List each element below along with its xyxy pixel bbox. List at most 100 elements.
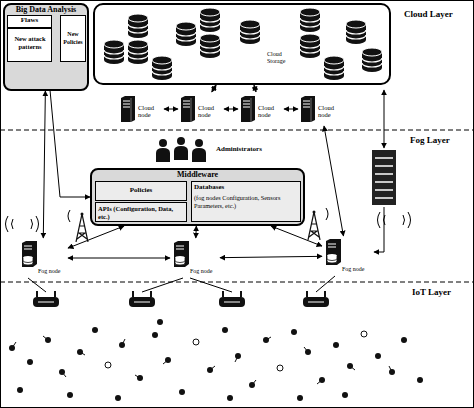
node-text: Fog node xyxy=(342,266,372,273)
storage-cylinder xyxy=(128,40,148,64)
rack-slots xyxy=(375,158,393,198)
device-dot xyxy=(291,329,297,335)
device-dot xyxy=(277,365,283,371)
layer-label: Cloud Layer xyxy=(404,10,453,20)
motion-tick xyxy=(12,336,392,385)
device-dot xyxy=(333,342,339,348)
fog-server-icon xyxy=(174,241,189,267)
gateway-link xyxy=(190,278,232,292)
analysis-box: Big Data AnalysisFlawsNew attack pattern… xyxy=(3,3,89,91)
layer-divider xyxy=(0,130,474,131)
person-icon xyxy=(156,139,170,162)
storage-cylinder xyxy=(300,34,320,58)
storage-cylinder xyxy=(128,14,148,38)
person-icon xyxy=(174,137,188,160)
server-icon xyxy=(241,96,255,122)
admin-group: Administrators xyxy=(150,134,290,164)
finding-box: New attack patterns xyxy=(7,28,52,62)
node-text: Administrators xyxy=(216,146,288,154)
connector xyxy=(43,91,45,238)
connector xyxy=(271,226,322,246)
person-icon xyxy=(192,139,206,162)
device-dot xyxy=(179,389,185,395)
device-dot xyxy=(105,362,111,368)
device-dot xyxy=(92,327,98,333)
storage-box: Cloud Storage xyxy=(93,3,391,85)
node-text: Cloud node xyxy=(198,104,224,118)
server-icon xyxy=(181,96,195,122)
device-dot xyxy=(417,377,423,383)
fog-server-icon xyxy=(326,239,341,265)
storage-cylinder xyxy=(152,56,172,80)
server-icon xyxy=(121,96,135,122)
storage-cylinder xyxy=(176,22,196,46)
gateway-icon xyxy=(219,291,245,307)
tower-icon xyxy=(76,213,88,243)
storage-cylinder xyxy=(346,20,366,44)
node-text: Flaws xyxy=(8,17,51,25)
connector xyxy=(324,126,343,236)
storage-cylinder xyxy=(200,8,220,32)
storage-cylinder xyxy=(200,34,220,58)
storage-cylinder xyxy=(300,8,320,32)
connector xyxy=(284,109,298,110)
connector xyxy=(220,256,322,257)
node-text: Middleware xyxy=(92,171,303,180)
node-text: Cloud Storage xyxy=(267,51,299,65)
rack-body xyxy=(372,150,396,205)
cloud-servers xyxy=(121,96,315,122)
node-text: Policies xyxy=(96,187,186,195)
layer-label: Fog Layer xyxy=(410,136,450,146)
node-text: Fog node xyxy=(190,268,220,275)
cloud-node: Cloud node xyxy=(298,92,344,126)
gateway-link xyxy=(142,278,183,292)
admin-icons xyxy=(156,137,206,162)
node-text: Fog node xyxy=(38,268,68,275)
signal-waves xyxy=(378,212,411,228)
gateway-link xyxy=(28,278,46,292)
middleware-box: MiddlewarePolicies Databases (fog nodes Co… xyxy=(90,168,305,226)
gateway-link xyxy=(316,276,335,292)
policy-box: New Policies xyxy=(60,15,86,62)
device-motion xyxy=(12,336,392,385)
connector xyxy=(50,91,90,197)
connector xyxy=(68,226,124,248)
storage-cylinder xyxy=(104,40,124,64)
device-dot xyxy=(17,387,23,393)
node-text: (fog nodes Configuration, Sensors Parame… xyxy=(194,194,298,209)
cloud-node: Cloud node xyxy=(178,92,224,126)
fog-servers xyxy=(22,239,341,267)
layer-label: IoT Layer xyxy=(412,288,451,298)
device-dot xyxy=(193,339,199,345)
device-dot xyxy=(222,327,228,333)
fog-node: Fog node xyxy=(18,238,68,278)
node-text: APIs (Configuration, Data, etc.) xyxy=(98,205,184,220)
storage-cylinders xyxy=(104,8,382,80)
gateway-icon xyxy=(303,291,329,307)
device-dot xyxy=(27,359,33,365)
device-dot xyxy=(227,395,233,401)
node-text: Databases xyxy=(194,184,298,192)
signal-waves xyxy=(6,216,39,232)
node-text: New Policies xyxy=(61,30,85,46)
device-dot xyxy=(375,353,381,359)
device-dot xyxy=(342,392,348,398)
finding-box: Flaws xyxy=(7,15,52,28)
device-dot xyxy=(67,392,73,398)
device-dot xyxy=(361,331,367,337)
gateway-icon xyxy=(33,291,59,307)
iot-gateways xyxy=(33,291,329,307)
fog-node: Fog node xyxy=(322,236,372,276)
node-text: Cloud node xyxy=(138,104,164,118)
connector xyxy=(212,85,216,92)
device-dot xyxy=(152,332,158,338)
server-rack xyxy=(372,150,396,205)
storage-cylinder xyxy=(240,20,260,44)
fog-node: Fog node xyxy=(170,238,220,278)
device-dot xyxy=(401,337,407,343)
iot-devices xyxy=(9,319,423,401)
tower-icon xyxy=(308,211,320,241)
cloud-node: Cloud node xyxy=(238,92,284,126)
layer-divider xyxy=(0,282,474,283)
